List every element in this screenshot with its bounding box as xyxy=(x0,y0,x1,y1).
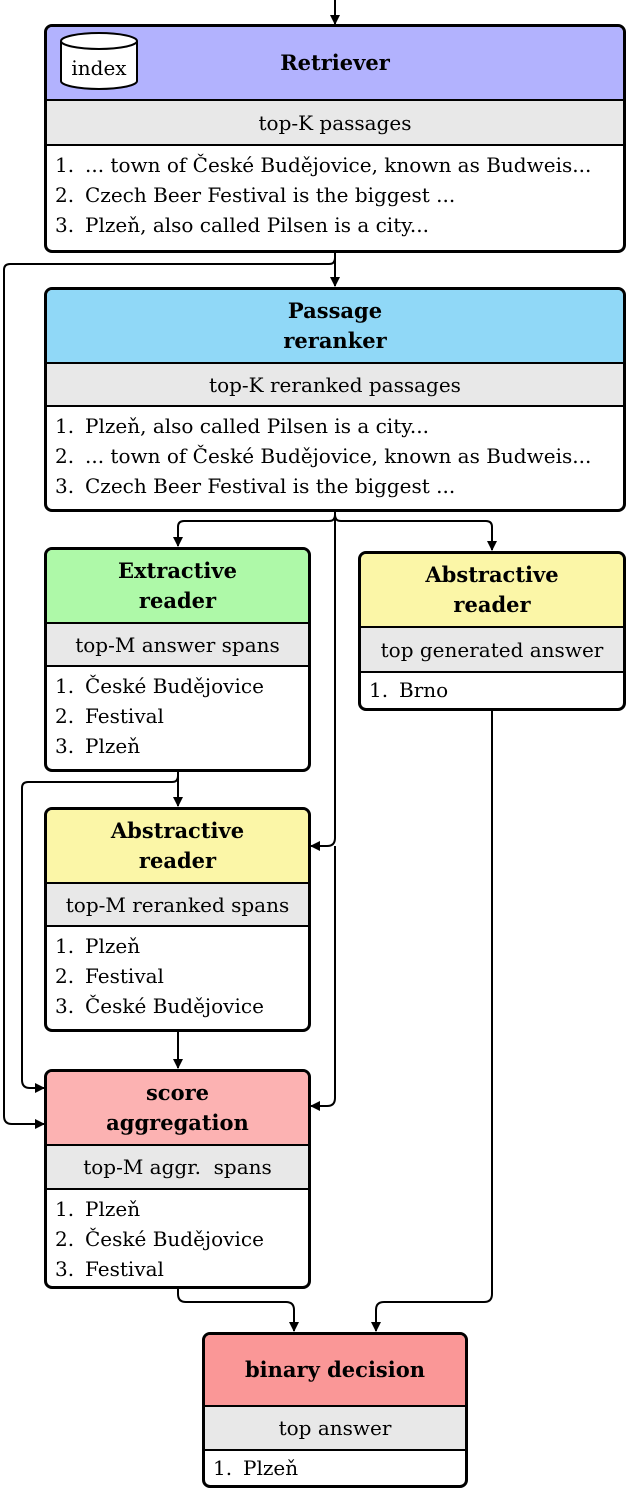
extractive-reader-title-line1: Extractive xyxy=(118,558,237,583)
arrow-reranker-to-abstractive-rerank xyxy=(310,511,336,851)
list-item: 3.Festival xyxy=(55,1257,164,1281)
list-item: 3.České Budějovice xyxy=(55,994,264,1018)
score-aggregation-subtitle-row: top-M aggr. spans xyxy=(47,1146,308,1190)
arrow-reranker-to-score-aggregation xyxy=(310,846,336,1111)
list-item: 1.Plzeň xyxy=(55,1197,141,1221)
arrow-abstractive-top-to-binary xyxy=(371,710,493,1332)
list-item: 2.České Budějovice xyxy=(55,1227,264,1251)
passage-reranker-title-line2: reranker xyxy=(283,328,387,353)
arrow-extractive-to-score-aggregation xyxy=(21,771,179,1093)
list-item: 1.... town of České Budějovice, known as… xyxy=(55,153,592,177)
score-aggregation-subtitle: top-M aggr. spans xyxy=(83,1155,272,1179)
abstractive-reader-rerank-subtitle: top-M reranked spans xyxy=(65,892,290,917)
passage-reranker-subtitle-row: top-K reranked passages xyxy=(47,364,623,407)
binary-decision-subtitle: top answer xyxy=(278,1416,392,1440)
passage-reranker-header: Passage reranker xyxy=(47,290,623,364)
arrow-score-aggregation-to-binary xyxy=(177,1288,299,1332)
score-aggregation-box: score aggregation top-M aggr. spans 1.Pl… xyxy=(44,1069,311,1289)
binary-decision-list: 1.Plzeň xyxy=(205,1451,465,1483)
abstractive-reader-top-box: Abstractive reader top generated answer … xyxy=(358,551,626,711)
abstractive-reader-top-header: Abstractive reader xyxy=(361,554,623,628)
extractive-reader-subtitle: top-M answer spans xyxy=(75,632,280,657)
abstractive-reader-top-subtitle-row: top generated answer xyxy=(361,628,623,673)
retriever-list: 1.... town of České Budějovice, known as… xyxy=(47,146,623,240)
list-item: 3.Czech Beer Festival is the biggest ... xyxy=(55,474,456,498)
list-item: 3.Plzeň, also called Pilsen is a city... xyxy=(55,213,429,237)
list-item: 1.Brno xyxy=(369,678,449,702)
retriever-subtitle-row: top-K passages xyxy=(47,101,623,146)
score-aggregation-list: 1.Plzeň 2.České Budějovice 3.Festival xyxy=(47,1190,308,1284)
list-item: 1.Plzeň, also called Pilsen is a city... xyxy=(55,414,429,438)
binary-decision-box: binary decision top answer 1.Plzeň xyxy=(202,1332,468,1488)
retriever-header: index Retriever xyxy=(47,27,623,101)
index-database-icon: index xyxy=(59,31,139,93)
passage-reranker-list: 1.Plzeň, also called Pilsen is a city...… xyxy=(47,407,623,501)
abstractive-reader-rerank-title-line1: Abstractive xyxy=(110,818,245,843)
passage-reranker-title-line1: Passage xyxy=(287,298,383,323)
binary-decision-subtitle-row: top answer xyxy=(205,1407,465,1451)
extractive-reader-title-line2: reader xyxy=(138,588,217,613)
abstractive-reader-rerank-header: Abstractive reader xyxy=(47,810,308,884)
passage-reranker-subtitle: top-K reranked passages xyxy=(209,372,461,397)
passage-reranker-box: Passage reranker top-K reranked passages… xyxy=(44,287,626,512)
abstractive-reader-rerank-box: Abstractive reader top-M reranked spans … xyxy=(44,807,311,1032)
abstractive-reader-top-list: 1.Brno xyxy=(361,673,623,705)
abstractive-reader-top-title-line2: reader xyxy=(453,592,531,617)
binary-decision-header: binary decision xyxy=(205,1335,465,1407)
abstractive-reader-rerank-list: 1.Plzeň 2.Festival 3.České Budějovice xyxy=(47,927,308,1021)
score-aggregation-title-line1: score xyxy=(145,1080,210,1105)
list-item: 1.Plzeň xyxy=(213,1456,299,1480)
abstractive-reader-rerank-title-line2: reader xyxy=(138,848,217,873)
index-label: index xyxy=(71,56,127,80)
arrow-reranker-to-abstractive-top xyxy=(334,511,497,551)
extractive-reader-box: Extractive reader top-M answer spans 1.Č… xyxy=(44,547,311,772)
list-item: 2.... town of České Budějovice, known as… xyxy=(55,444,592,468)
list-item: 2.Czech Beer Festival is the biggest ... xyxy=(55,183,456,207)
list-item: 2.Festival xyxy=(55,964,164,988)
extractive-reader-header: Extractive reader xyxy=(47,550,308,624)
abstractive-reader-top-subtitle: top generated answer xyxy=(380,637,604,662)
abstractive-reader-top-title-line1: Abstractive xyxy=(425,562,559,587)
list-item: 1.Plzeň xyxy=(55,934,141,958)
list-item: 1.České Budějovice xyxy=(55,674,264,698)
score-aggregation-title-line2: aggregation xyxy=(106,1110,249,1135)
retriever-box: index Retriever top-K passages 1.... tow… xyxy=(44,24,626,253)
score-aggregation-header: score aggregation xyxy=(47,1072,308,1146)
extractive-reader-list: 1.České Budějovice 2.Festival 3.Plzeň xyxy=(47,667,308,761)
arrow-retriever-to-score-aggregation xyxy=(3,252,336,1129)
retriever-subtitle: top-K passages xyxy=(258,110,412,135)
list-item: 2.Festival xyxy=(55,704,164,728)
extractive-reader-subtitle-row: top-M answer spans xyxy=(47,624,308,667)
abstractive-reader-rerank-subtitle-row: top-M reranked spans xyxy=(47,884,308,927)
binary-decision-title: binary decision xyxy=(245,1357,425,1382)
retriever-title: Retriever xyxy=(280,50,390,75)
arrow-reranker-to-extractive xyxy=(173,511,336,547)
list-item: 3.Plzeň xyxy=(55,734,141,758)
